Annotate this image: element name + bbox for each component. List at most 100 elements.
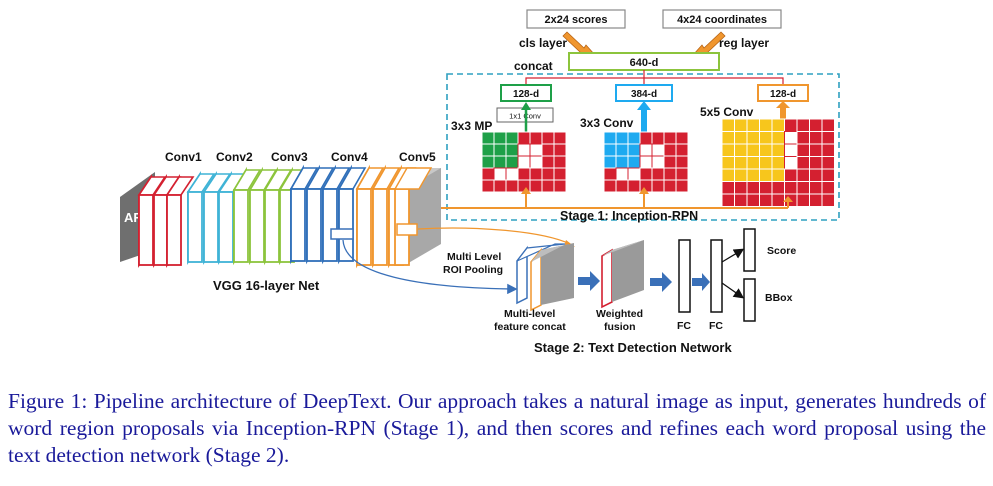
mp-grid-cell xyxy=(529,143,543,157)
conv5-grid-cell xyxy=(809,181,823,195)
mp-grid-cell xyxy=(481,179,495,193)
conv3-grid-cell xyxy=(651,179,665,193)
conv3-grid-cell xyxy=(663,155,677,169)
conv5-grid-cell xyxy=(759,168,773,182)
conv5-grid-cell xyxy=(734,156,748,170)
roi-pooling-label-2: ROI Pooling xyxy=(443,264,503,276)
conv5-grid-cell xyxy=(734,131,748,145)
mp-grid-cell xyxy=(517,167,531,181)
conv3-grid-cell xyxy=(627,143,641,157)
score-label: Score xyxy=(767,245,796,257)
conv5-grid-cell xyxy=(796,168,810,182)
conv5-grid xyxy=(721,118,835,207)
conv5-grid-cell xyxy=(821,181,835,195)
conv3-grid-cell xyxy=(651,143,665,157)
conv5-grid-cell xyxy=(796,181,810,195)
conv5-roi xyxy=(396,223,418,236)
conv3-layer xyxy=(232,166,262,266)
conv3-grid-cell xyxy=(651,167,665,181)
conv3-grid-cell xyxy=(615,155,629,169)
concat-label: concat xyxy=(514,59,553,73)
conv5-grid-cell xyxy=(796,143,810,157)
conv5-grid-cell xyxy=(759,193,773,207)
conv1-layer xyxy=(137,174,167,268)
conv3-grid-cell xyxy=(627,155,641,169)
conv3-grid-cell xyxy=(603,155,617,169)
conv3-layer xyxy=(263,166,293,266)
conv5-grid-cell xyxy=(809,143,823,157)
concat-box: 640-d xyxy=(568,52,720,71)
conv5-grid-cell xyxy=(796,156,810,170)
mp-grid-cell xyxy=(505,179,519,193)
mp-grid-cell xyxy=(517,131,531,145)
conv3-grid-cell xyxy=(663,131,677,145)
conv3-grid-cell xyxy=(615,167,629,181)
mp-grid-cell xyxy=(481,167,495,181)
stage1-label: Stage 1: Inception-RPN xyxy=(560,209,698,223)
conv5-grid-cell xyxy=(734,168,748,182)
conv4-roi xyxy=(330,228,354,240)
bbox-block xyxy=(743,278,756,322)
conv3-grid-cell xyxy=(639,167,653,181)
conv3-grid-cell xyxy=(627,167,641,181)
mp-grid-cell xyxy=(505,143,519,157)
fc1-block xyxy=(678,239,691,313)
conv4-layer xyxy=(289,164,319,265)
conv3-grid-cell xyxy=(603,131,617,145)
pipeline-diagram: 2x24 scores 4x24 coordinates cls layer r… xyxy=(120,9,840,355)
mp-grid-cell xyxy=(517,143,531,157)
mp-grid-cell xyxy=(493,143,507,157)
mp-grid-cell xyxy=(553,131,567,145)
mp-grid-cell xyxy=(553,179,567,193)
conv3-grid-cell xyxy=(639,155,653,169)
branch3-label: 5x5 Conv xyxy=(700,105,754,119)
weighted-fusion-label-1: Weighted xyxy=(596,308,643,320)
conv5-grid-cell xyxy=(809,168,823,182)
conv4-label: Conv4 xyxy=(331,150,368,164)
branch2-dim-label: 384-d xyxy=(631,89,657,100)
conv3-grid-cell xyxy=(663,179,677,193)
branch3-dim-label: 128-d xyxy=(770,89,796,100)
conv3-grid-cell xyxy=(603,143,617,157)
conv3-grid-cell xyxy=(675,179,689,193)
conv5-grid-cell xyxy=(759,143,773,157)
conv2-layer xyxy=(217,171,247,265)
conv5-grid-cell xyxy=(771,118,785,132)
arrow-to-fusion xyxy=(578,271,600,291)
conv5-grid-cell xyxy=(746,118,760,132)
conv2-layer xyxy=(202,171,232,265)
cls-layer-label: cls layer xyxy=(519,36,567,50)
caption-text: Figure 1: Pipeline architecture of DeepT… xyxy=(8,389,986,467)
coordinates-output: 4x24 coordinates xyxy=(662,9,782,29)
scores-output: 2x24 scores xyxy=(526,9,626,29)
conv5-grid-cell xyxy=(721,156,735,170)
conv1-label: Conv1 xyxy=(165,150,202,164)
conv3-grid-cell xyxy=(675,167,689,181)
conv4-roi-curve xyxy=(342,239,518,295)
vgg-backbone xyxy=(137,164,441,269)
fc1-label: FC xyxy=(677,320,691,332)
concat-dim-label: 640-d xyxy=(630,57,659,69)
mp-grid xyxy=(481,131,567,193)
feature-concat-label-2: feature concat xyxy=(494,321,566,333)
fc2-label: FC xyxy=(709,320,723,332)
conv5-grid-cell xyxy=(809,156,823,170)
mp-grid-cell xyxy=(505,167,519,181)
conv5-grid-cell xyxy=(784,118,798,132)
arrow-fc1-fc2 xyxy=(692,273,710,291)
mp-grid-cell xyxy=(541,179,555,193)
conv5-grid-cell xyxy=(721,118,735,132)
conv3-label: Conv3 xyxy=(271,150,308,164)
branch1-dim-box: 128-d xyxy=(500,84,552,102)
feature-concat-block xyxy=(516,243,574,312)
mp-grid-cell xyxy=(541,167,555,181)
fc2-block xyxy=(710,239,723,313)
mp-grid-cell xyxy=(505,131,519,145)
bbox-label: BBox xyxy=(765,292,793,304)
vgg-net-label: VGG 16-layer Net xyxy=(213,278,320,293)
mp-grid-cell xyxy=(493,167,507,181)
conv3-grid xyxy=(603,131,689,193)
conv5-grid-cell xyxy=(784,156,798,170)
weighted-fusion-label-2: fusion xyxy=(604,321,636,333)
